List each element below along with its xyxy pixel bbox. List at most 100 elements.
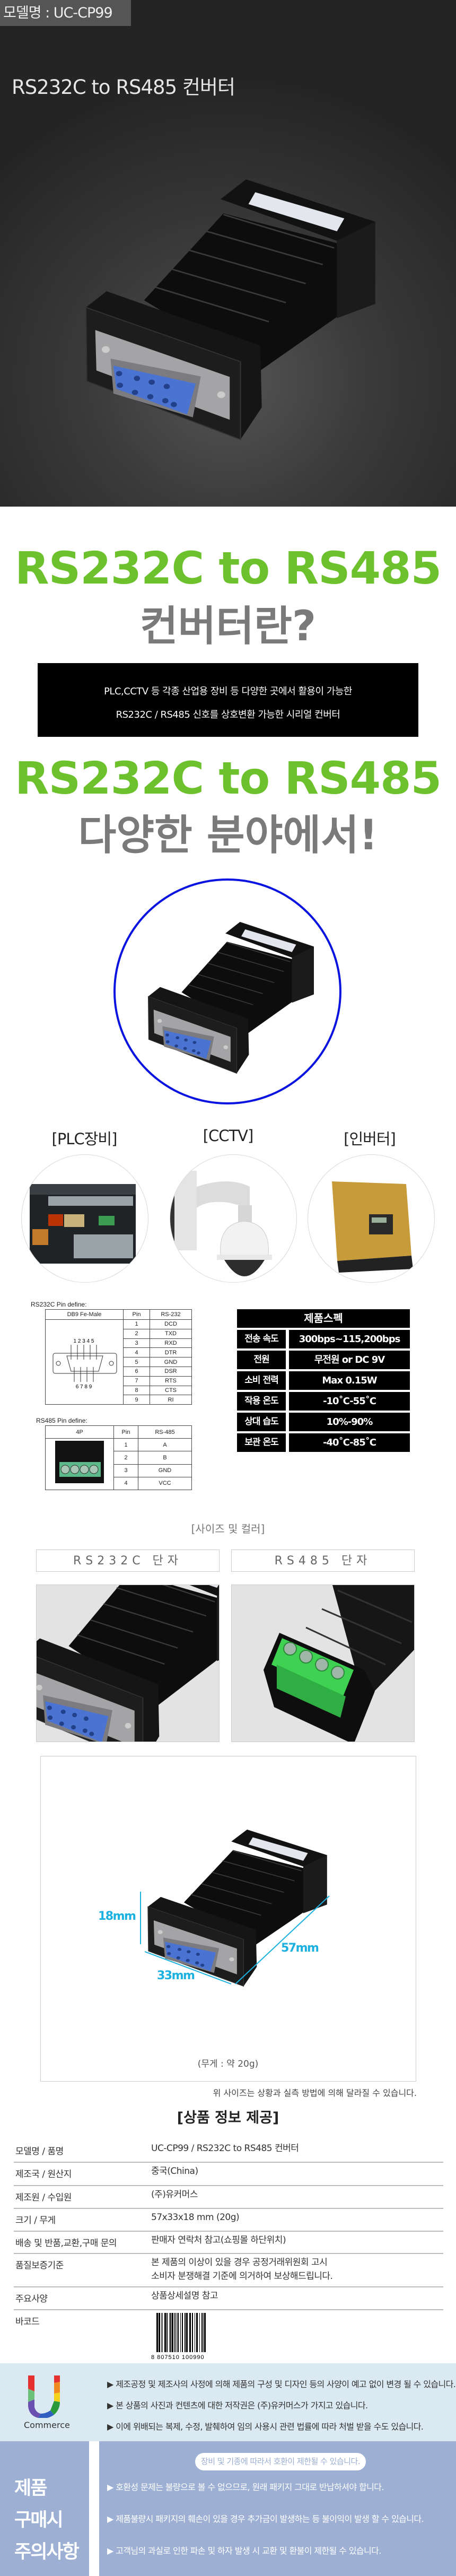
pin-signal: DTR xyxy=(150,1347,192,1358)
pin-signal: DCD xyxy=(150,1319,192,1329)
pin-signal: CTS xyxy=(150,1385,192,1396)
pin-number: 7 xyxy=(123,1376,150,1386)
ucommerce-logo-icon xyxy=(28,2375,60,2418)
barcode-bar xyxy=(204,2313,206,2352)
caution-item: ▶ 고객님의 과실로 인한 파손 및 하자 발생 시 교환 및 환불이 제한될 … xyxy=(107,2546,381,2556)
info-row-divider xyxy=(14,2253,443,2254)
pin-number: 1 xyxy=(113,1438,138,1452)
rs485-header-pin: Pin xyxy=(113,1425,138,1439)
barcode-bar xyxy=(170,2313,171,2352)
ucommerce-logo-text: Commerce xyxy=(24,2420,70,2430)
barcode-bar xyxy=(159,2313,160,2352)
pin-number: 3 xyxy=(113,1464,138,1477)
barcode-bar xyxy=(178,2313,179,2352)
intro-title-gray: 컨버터란? xyxy=(139,603,317,650)
notice-item: ▶ 본 상품의 사진과 컨텐츠에 대한 저작권은 (주)유커머스가 가지고 있습… xyxy=(107,2400,368,2410)
inverter-image xyxy=(308,1154,435,1283)
size-diagram-box xyxy=(40,1756,416,2082)
barcode-bar xyxy=(172,2313,173,2352)
info-row-divider xyxy=(14,2185,443,2186)
tab-rs232-terminal: RS232C 단자 xyxy=(36,1550,220,1572)
spec-label: 상대 습도 xyxy=(237,1413,286,1431)
pin-number: 4 xyxy=(113,1476,138,1491)
info-label: 크기 / 무게 xyxy=(15,2215,56,2226)
size-product-image xyxy=(145,1829,329,1988)
cctv-camera-image xyxy=(170,1154,297,1283)
rs232-terminal-photo xyxy=(36,1585,220,1742)
info-row-divider xyxy=(14,2309,443,2310)
barcode-number: 8 807510 100990 xyxy=(151,2354,205,2361)
caution-title-line: 주의사항 xyxy=(14,2542,80,2563)
info-value: (주)유커머스 xyxy=(151,2189,198,2200)
barcode-bar xyxy=(166,2313,168,2352)
product-info-title: [상품 정보 제공] xyxy=(177,2110,279,2126)
rs232-header-pin: Pin xyxy=(123,1309,150,1320)
category-label-plc: [PLC장비] xyxy=(51,1130,118,1148)
info-value: 판매자 연락처 참고(쇼핑몰 하단위치) xyxy=(151,2235,286,2246)
barcode-bar xyxy=(180,2313,181,2352)
spec-label: 보관 온도 xyxy=(237,1433,286,1452)
terminal-block-diagram xyxy=(55,1441,104,1483)
barcode-bar xyxy=(169,2313,170,2352)
barcode-bar xyxy=(164,2313,166,2352)
terminal-block-cell xyxy=(45,1438,114,1490)
circle-product-image xyxy=(146,921,315,1075)
info-label: 품질보증기준 xyxy=(15,2260,64,2271)
info-label: 주요사양 xyxy=(15,2294,48,2304)
barcode-bar xyxy=(199,2313,200,2352)
category-label-inverter: [인버터] xyxy=(344,1130,396,1148)
barcode-bar xyxy=(203,2313,204,2352)
info-label: 배송 및 반품,교환,구매 문의 xyxy=(15,2238,117,2249)
db9-bottom-pin-numbers: 6 7 8 9 xyxy=(76,1384,92,1390)
rs485-pin-title: RS485 Pin define: xyxy=(36,1417,87,1424)
spec-row: 보관 온도-40˚C-85˚C xyxy=(237,1433,410,1452)
spec-label: 작용 온도 xyxy=(237,1392,286,1411)
info-value: 상품상세설명 참고 xyxy=(151,2291,218,2301)
weight-label: (무게 : 약 20g) xyxy=(197,2059,259,2069)
tab-rs485-terminal: RS485 단자 xyxy=(231,1550,415,1572)
pin-number: 4 xyxy=(123,1347,150,1358)
info-label: 제조국 / 원산지 xyxy=(15,2169,72,2180)
rs232-pin-title: RS232C Pin define: xyxy=(31,1301,87,1308)
converter-product-image xyxy=(147,921,314,1074)
barcode-bars xyxy=(156,2313,206,2352)
length-dimension-line xyxy=(235,1895,330,1985)
dimension-lines xyxy=(140,1892,330,1985)
rs485-terminal-photo xyxy=(231,1585,415,1742)
info-row-divider xyxy=(14,2208,443,2209)
barcode-bar xyxy=(201,2313,203,2352)
spec-value: -10˚C-55˚C xyxy=(289,1392,410,1411)
product-highlight-circle xyxy=(113,878,341,1104)
pin-signal: DSR xyxy=(150,1366,192,1377)
info-row-divider xyxy=(14,2162,443,2163)
spec-title: 제품스펙 xyxy=(237,1309,410,1328)
hero-product-image xyxy=(82,178,378,442)
info-value-line2: 소비자 분쟁해결 기준에 의거하여 보상해드립니다. xyxy=(151,2271,333,2282)
info-value: 본 제품의 이상이 있을 경우 공정거래위원회 고시 xyxy=(151,2257,328,2268)
barcode-bar xyxy=(161,2313,162,2352)
rs232-header-signal: RS-232 xyxy=(150,1309,192,1320)
rs485-header-connector: 4P xyxy=(45,1425,114,1439)
width-dimension-line xyxy=(144,1951,232,1985)
intro-description-box: PLC,CCTV 등 각종 산업용 장비 등 다양한 곳에서 활용이 가능한 R… xyxy=(38,663,418,737)
barcode-bar xyxy=(192,2313,193,2352)
db9-connector-diagram: 1 2 3 4 56 7 8 9 xyxy=(52,1338,117,1390)
barcode-bar xyxy=(185,2313,186,2352)
intro-line-2: RS232C / RS485 신호를 상호변환 가능한 시리얼 컨버터 xyxy=(116,709,340,720)
caution-item: ▶ 제품불량시 패키지의 훼손이 있을 경우 추가금이 발생하는 등 불이익이 … xyxy=(107,2514,424,2524)
length-dimension-label: 57mm xyxy=(281,1942,319,1955)
spec-value: Max 0.15W xyxy=(289,1371,410,1390)
notice-item: ▶ 이에 위배되는 복제, 수정, 발췌하여 임의 사용시 관련 법률에 따라 … xyxy=(107,2422,424,2432)
width-dimension-label: 33mm xyxy=(157,1969,195,1982)
notice-item: ▶ 제조공정 및 제조사의 사정에 의해 제품의 구성 및 디자인 등의 사양이… xyxy=(107,2379,456,2389)
